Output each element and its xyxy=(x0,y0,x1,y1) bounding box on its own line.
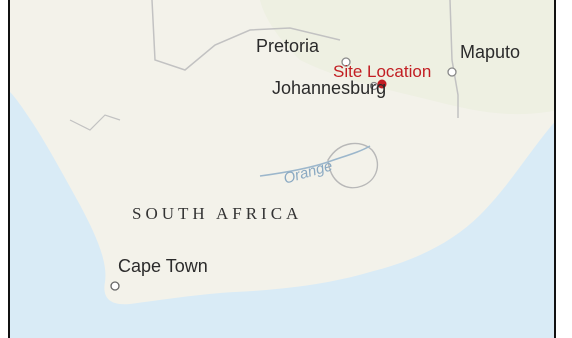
johannesburg-marker xyxy=(369,81,379,91)
label-cape-town: Cape Town xyxy=(118,256,208,276)
orange-river xyxy=(259,145,371,177)
lesotho-outline xyxy=(327,142,379,189)
border-northwest xyxy=(151,0,341,71)
border-west xyxy=(69,114,121,131)
cape-town-marker xyxy=(110,281,120,291)
site-location-marker xyxy=(377,79,387,89)
map-frame: Pretoria Site Location Johannesburg Mapu… xyxy=(8,0,556,338)
label-site-location: Site Location xyxy=(333,62,432,81)
maputo-marker xyxy=(447,67,457,77)
label-maputo: Maputo xyxy=(460,42,521,62)
label-south-africa: SOUTH AFRICA xyxy=(132,204,303,223)
label-johannesburg: Johannesburg xyxy=(272,78,387,98)
map-canvas xyxy=(10,0,554,338)
border-east xyxy=(449,0,459,118)
pretoria-marker xyxy=(341,57,351,67)
label-pretoria: Pretoria xyxy=(256,36,320,56)
land-tint xyxy=(260,0,554,115)
